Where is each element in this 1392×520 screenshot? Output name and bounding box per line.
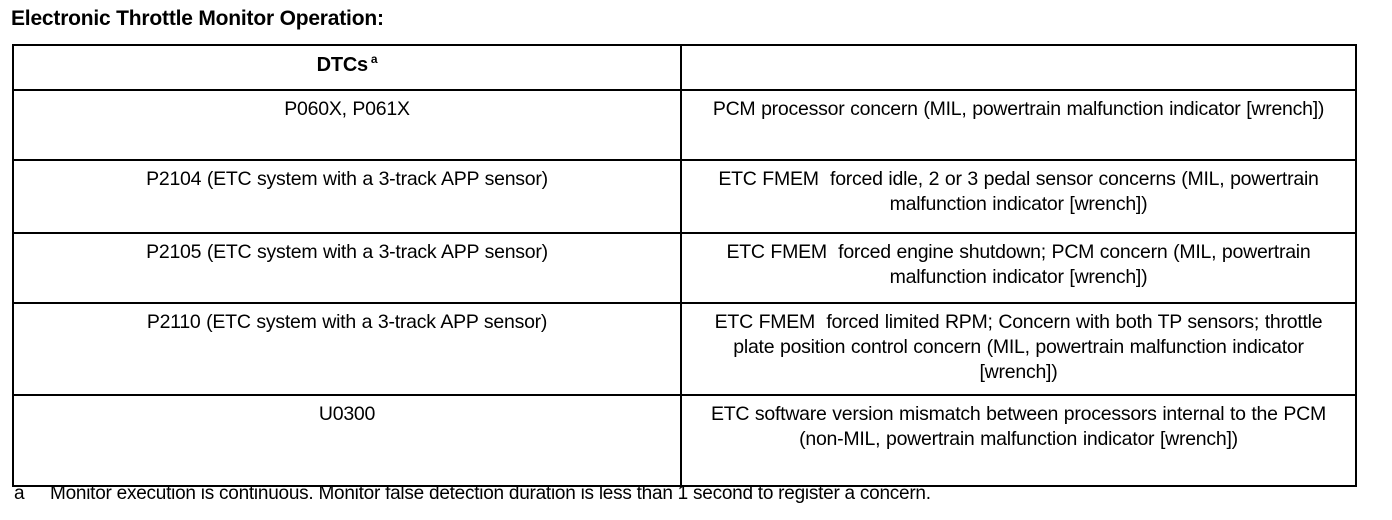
header-cell-description bbox=[680, 44, 1357, 91]
cell-dtc: P2110 (ETC system with a 3-track APP sen… bbox=[12, 302, 682, 396]
footnote-marker: a bbox=[14, 483, 25, 504]
cell-dtc: U0300 bbox=[12, 394, 682, 487]
header-footnote-marker: a bbox=[370, 52, 378, 67]
dtc-description-text: PCM processor concern (MIL, powertrain m… bbox=[712, 98, 1325, 120]
dtc-description-text: ETC FMEM forced idle, 2 or 3 pedal senso… bbox=[718, 168, 1325, 215]
header-label-dtcs: DTCs bbox=[316, 54, 368, 76]
cell-dtc: P2105 (ETC system with a 3-track APP sen… bbox=[12, 232, 682, 304]
cell-description: ETC FMEM forced idle, 2 or 3 pedal senso… bbox=[680, 159, 1357, 234]
dtc-description-text: ETC software version mismatch between pr… bbox=[711, 403, 1332, 450]
cell-description: ETC software version mismatch between pr… bbox=[680, 394, 1357, 487]
cell-description: PCM processor concern (MIL, powertrain m… bbox=[680, 89, 1357, 161]
dtc-code-text: P2104 (ETC system with a 3-track APP sen… bbox=[146, 168, 548, 190]
header-label-description bbox=[682, 46, 1355, 89]
table-row: P060X, P061X PCM processor concern (MIL,… bbox=[12, 89, 1357, 161]
table-row: P2104 (ETC system with a 3-track APP sen… bbox=[12, 159, 1357, 234]
table-row: P2105 (ETC system with a 3-track APP sen… bbox=[12, 232, 1357, 304]
dtc-code-text: U0300 bbox=[318, 403, 376, 425]
footnote-text: Monitor execution is continuous. Monitor… bbox=[50, 483, 931, 504]
dtc-description-text: ETC FMEM forced limited RPM; Concern wit… bbox=[714, 311, 1328, 383]
dtc-code-text: P2105 (ETC system with a 3-track APP sen… bbox=[146, 241, 548, 263]
cell-dtc: P2104 (ETC system with a 3-track APP sen… bbox=[12, 159, 682, 234]
table-row: U0300 ETC software version mismatch betw… bbox=[12, 394, 1357, 487]
table-row: P2110 (ETC system with a 3-track APP sen… bbox=[12, 302, 1357, 396]
cell-dtc: P060X, P061X bbox=[12, 89, 682, 161]
dtc-code-text: P2110 (ETC system with a 3-track APP sen… bbox=[146, 311, 548, 333]
page-title: Electronic Throttle Monitor Operation: bbox=[11, 7, 384, 30]
dtc-code-text: P060X, P061X bbox=[284, 98, 410, 120]
footnote: a Monitor execution is continuous. Monito… bbox=[14, 482, 931, 506]
cell-description: ETC FMEM forced limited RPM; Concern wit… bbox=[680, 302, 1357, 396]
cell-description: ETC FMEM forced engine shutdown; PCM con… bbox=[680, 232, 1357, 304]
dtc-description-text: ETC FMEM forced engine shutdown; PCM con… bbox=[726, 241, 1317, 288]
